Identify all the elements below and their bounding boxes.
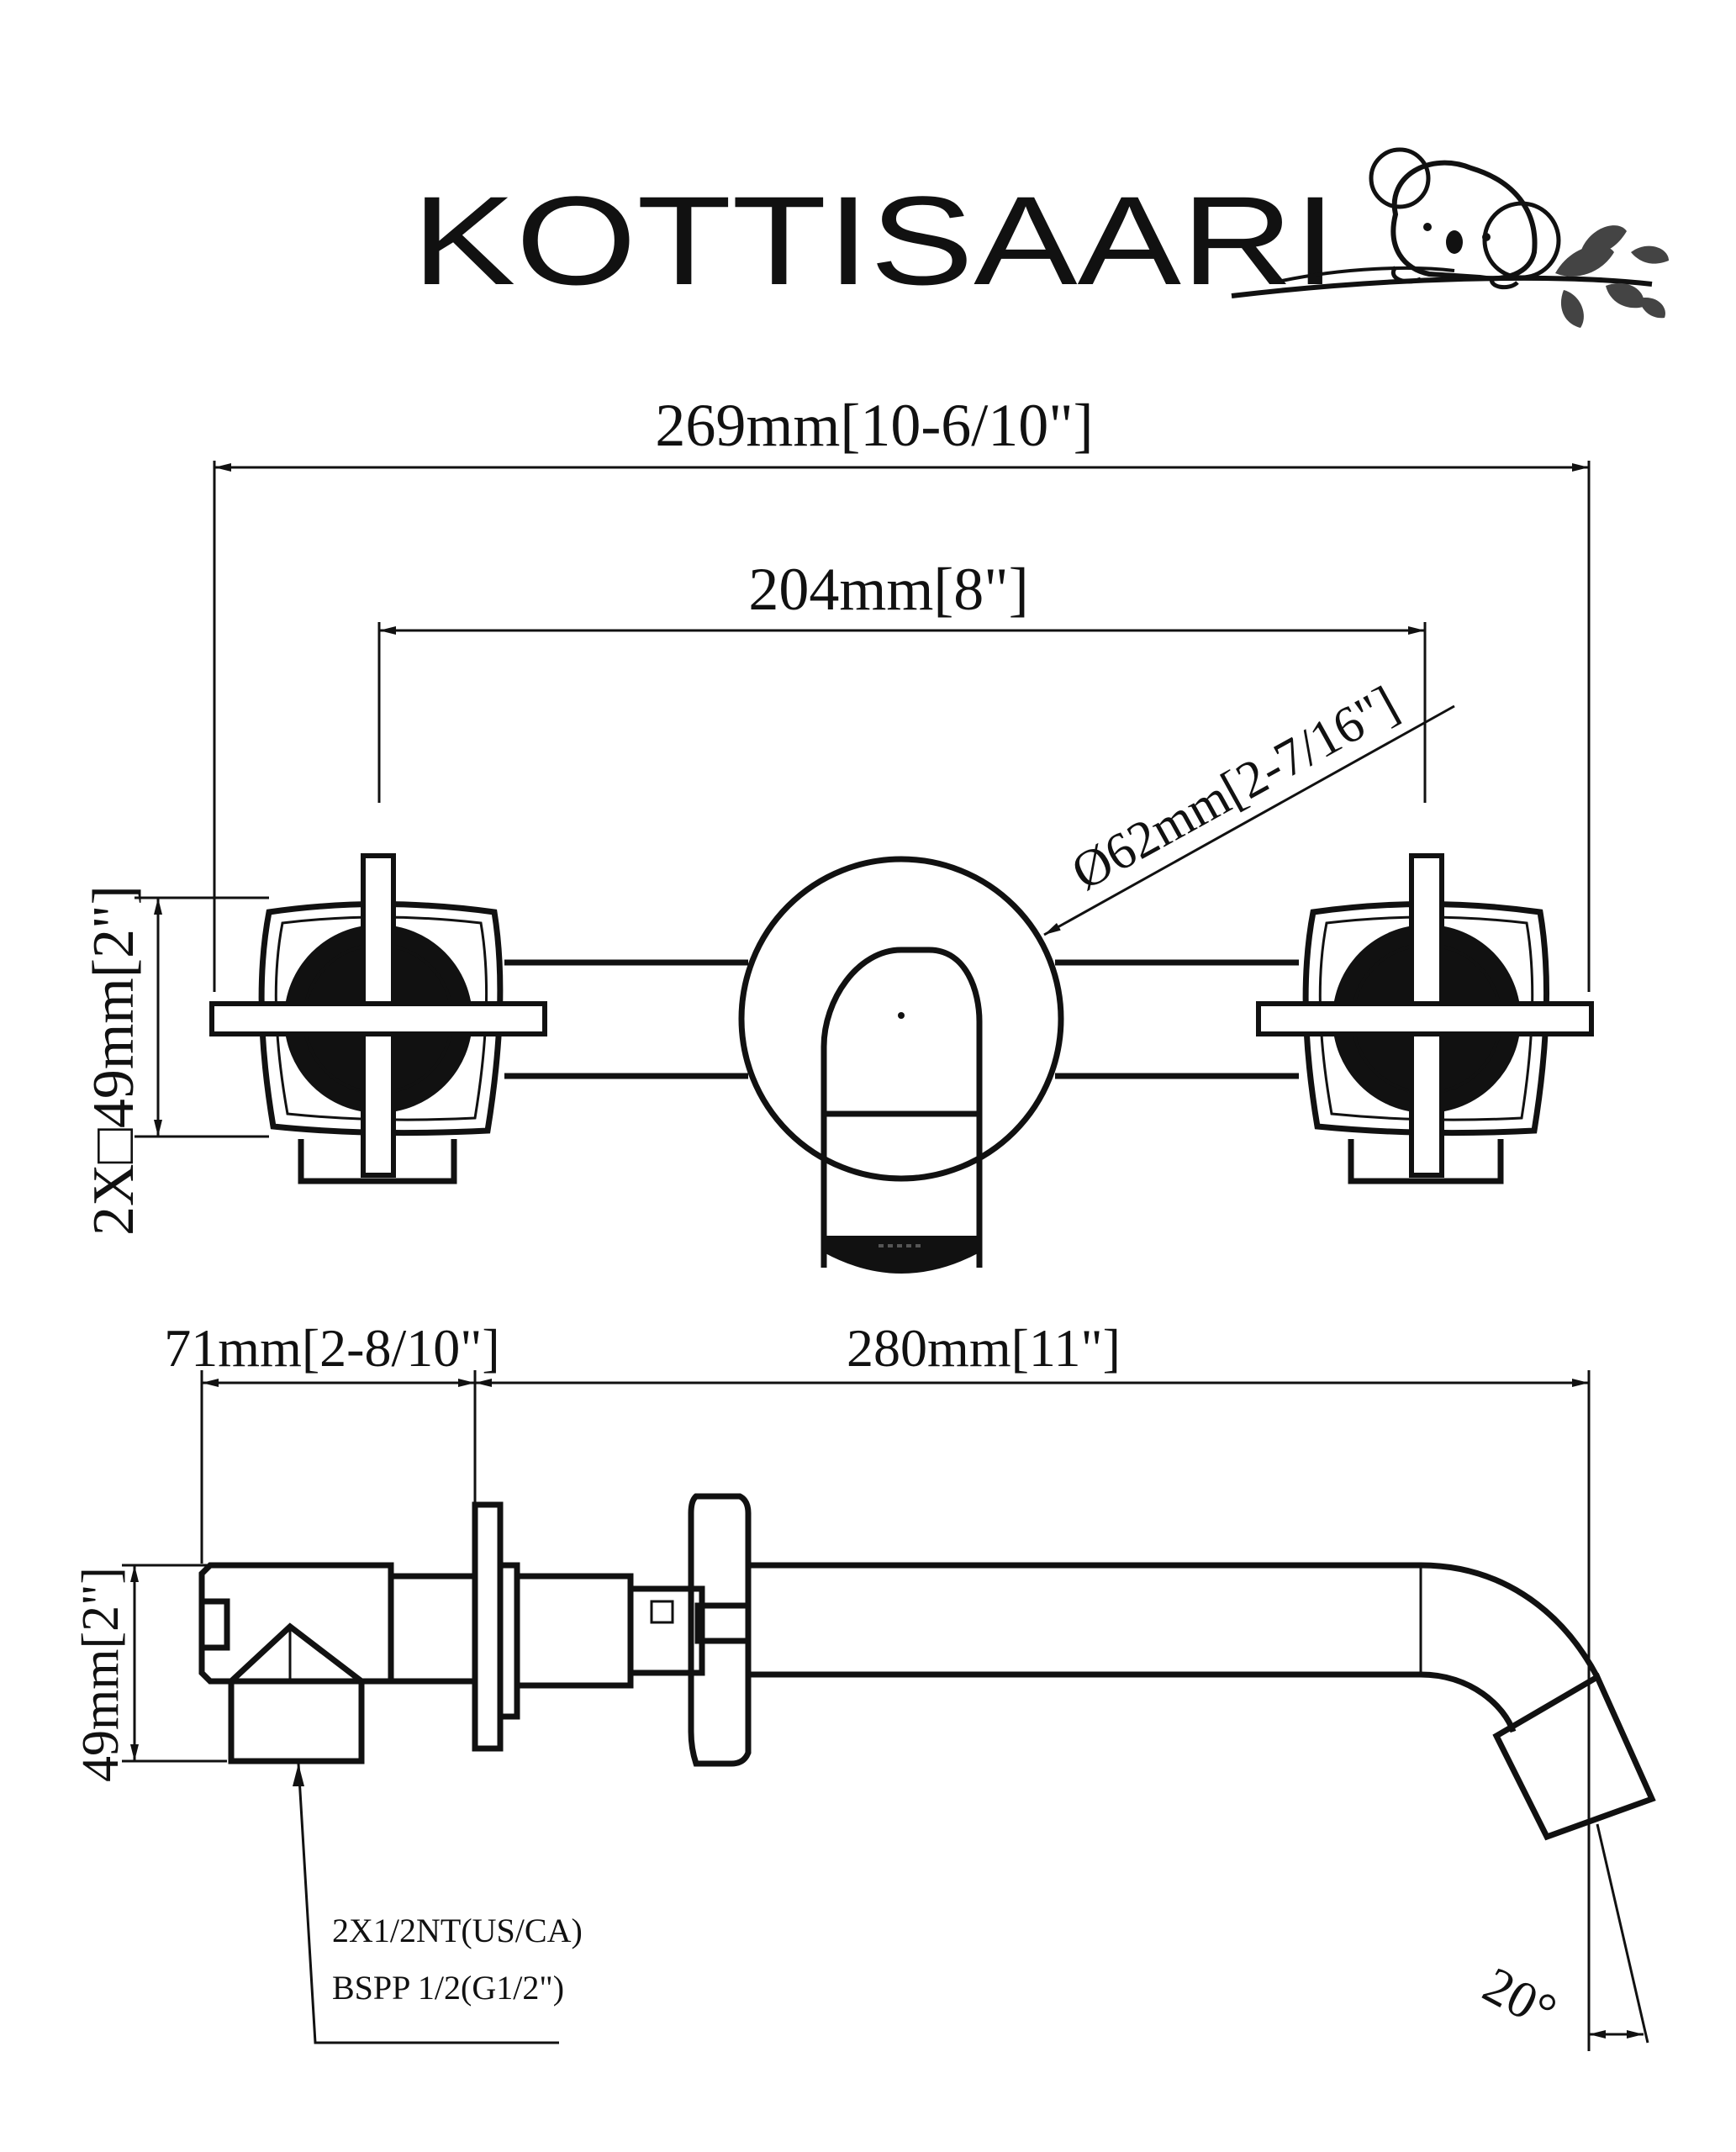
front-view: 269mm[10-6/10"] 204mm[8"] Ø62mm[2-7/16"]…	[82, 392, 1594, 1274]
koala-on-branch-icon	[1231, 147, 1669, 328]
spout-reach-label: 280mm[11"]	[847, 1318, 1121, 1378]
thread-spec-line2: BSPP 1/2(G1/2")	[332, 1969, 564, 2007]
aerator-icon	[824, 1236, 979, 1274]
escutcheon-diameter-label: Ø62mm[2-7/16"]	[1063, 675, 1408, 901]
center-spout	[738, 856, 1064, 1274]
spout-reach-dimension: 280mm[11"]	[475, 1318, 1591, 1816]
thread-spec-callout: 2X1/2NT(US/CA) BSPP 1/2(G1/2")	[293, 1763, 583, 2044]
escutcheon-diameter-leader: Ø62mm[2-7/16"]	[1043, 675, 1455, 936]
side-spout	[748, 1562, 1656, 1841]
body-height-dimension: 49mm[2"]	[72, 1564, 227, 1782]
brand-header: KOTTISAARI	[412, 147, 1669, 328]
body-depth-label: 71mm[2-8/10"]	[164, 1318, 499, 1378]
valve-body	[198, 1501, 705, 1764]
body-height-label: 49mm[2"]	[72, 1567, 129, 1782]
handle-size-label: 2X□49mm[2"]	[82, 885, 146, 1236]
handle-spacing-dimension: 204mm[8"]	[377, 556, 1427, 803]
left-cross-handle	[209, 853, 547, 1184]
handle-spacing-label: 204mm[8"]	[748, 556, 1028, 623]
overall-width-dimension: 269mm[10-6/10"]	[213, 392, 1591, 992]
spout-angle-dimension: 20°	[1474, 1816, 1649, 2051]
side-view: 71mm[2-8/10"] 280mm[11"] 49mm[2"]	[72, 1318, 1656, 2051]
overall-width-label: 269mm[10-6/10"]	[655, 392, 1093, 459]
brand-wordmark: KOTTISAARI	[412, 170, 1337, 311]
thread-spec-line1: 2X1/2NT(US/CA)	[332, 1912, 583, 1949]
handle-size-dimension: 2X□49mm[2"]	[82, 885, 269, 1236]
body-depth-dimension: 71mm[2-8/10"]	[164, 1318, 500, 1564]
spout-angle-label: 20°	[1474, 1956, 1565, 2041]
connecting-pipe	[504, 959, 1299, 1079]
right-cross-handle	[1256, 853, 1594, 1184]
side-handle	[688, 1493, 752, 1767]
